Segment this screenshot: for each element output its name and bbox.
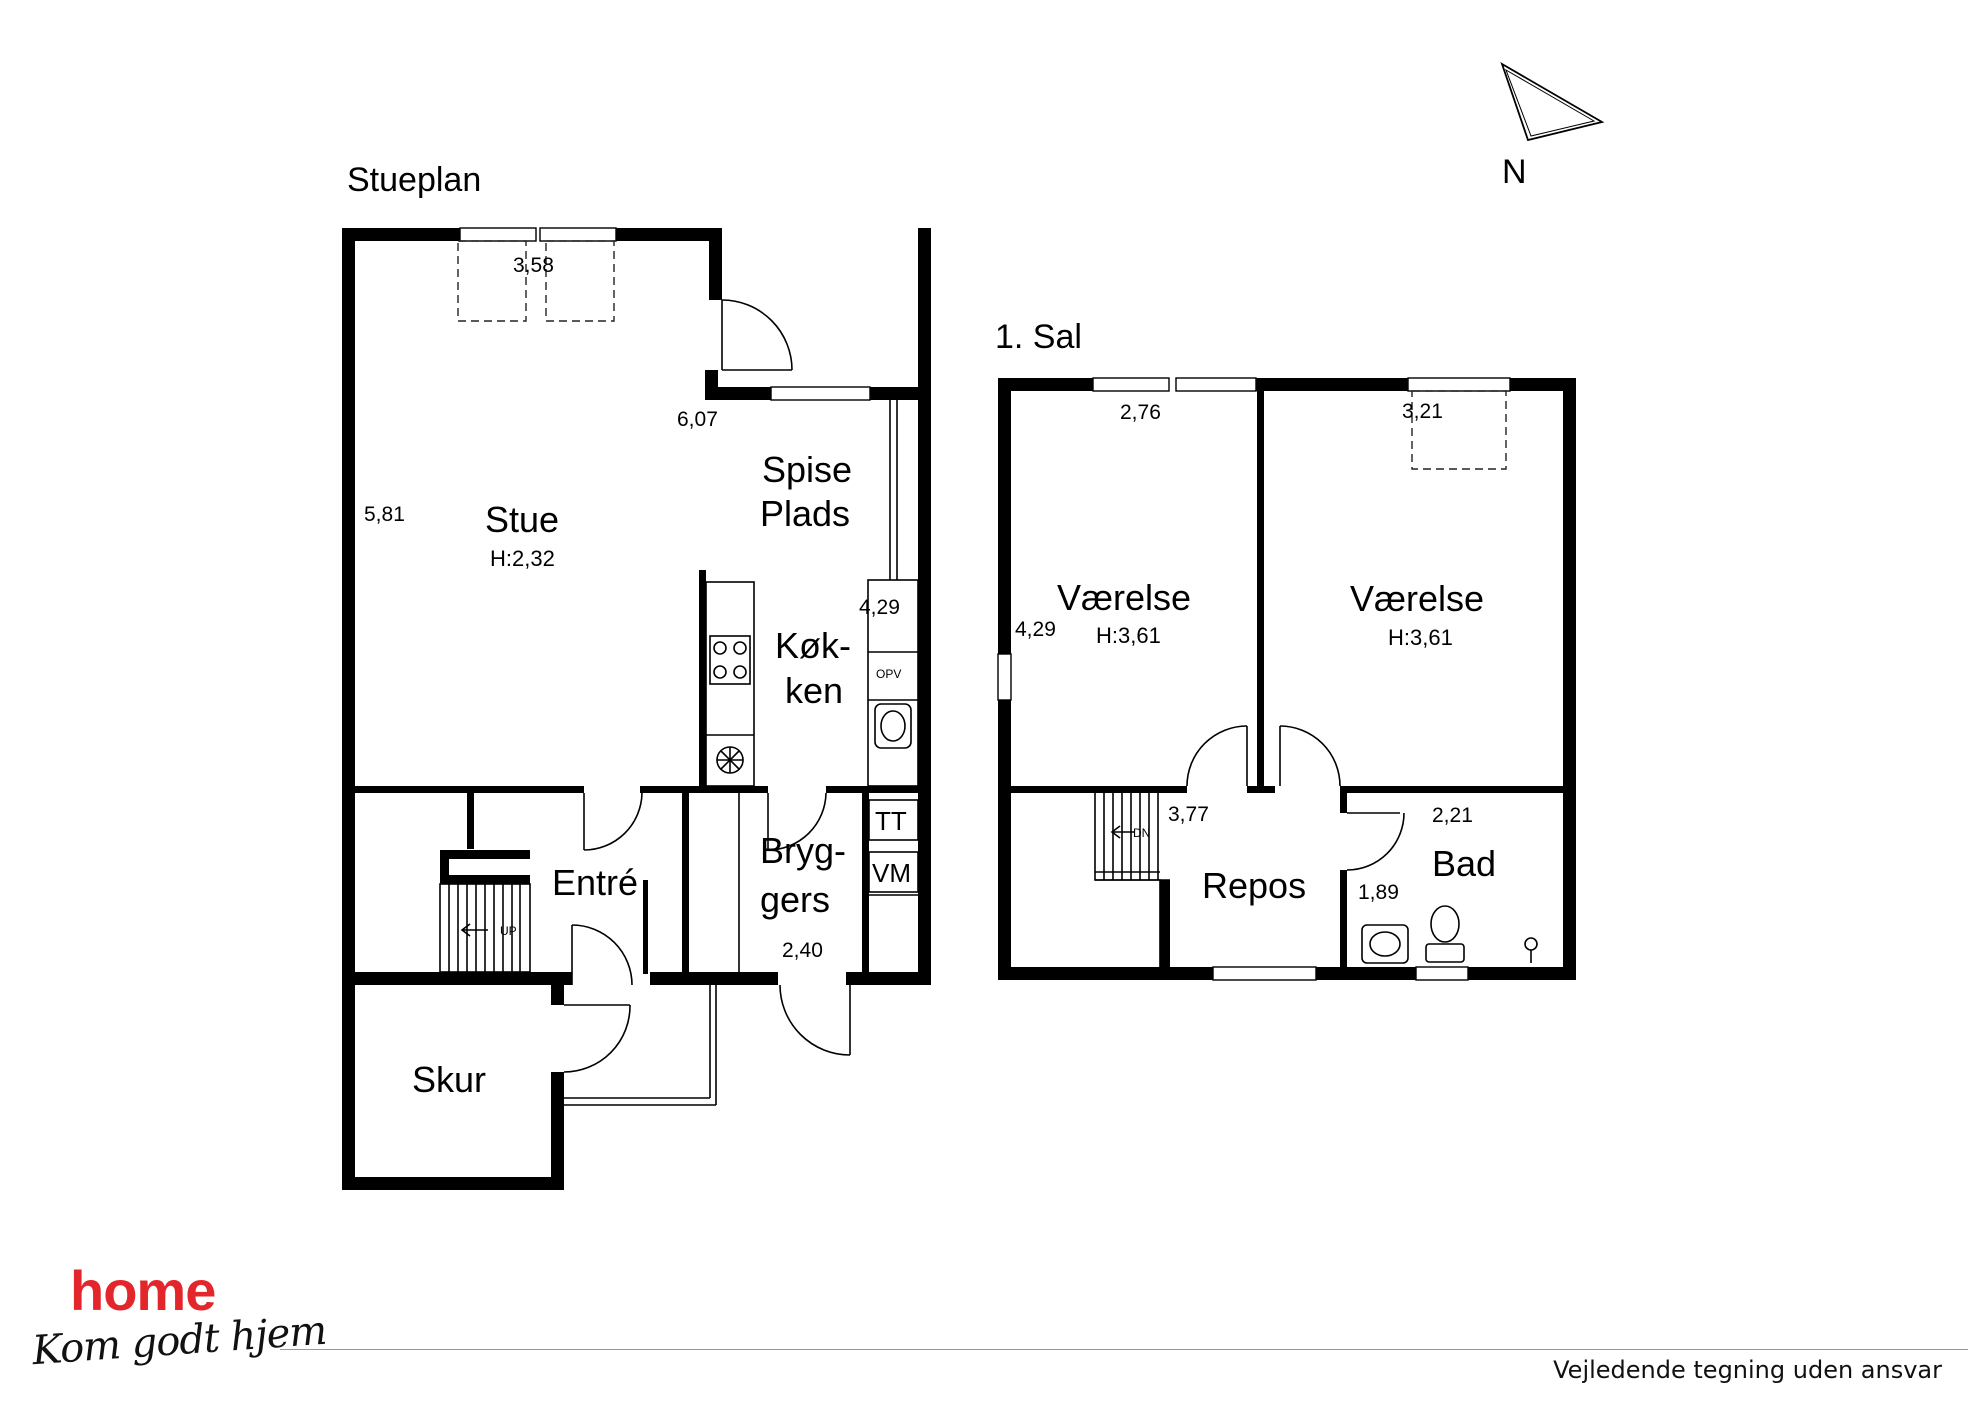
window-opening xyxy=(1411,390,1507,470)
disclaimer-text: Vejledende tegning uden ansvar xyxy=(1553,1356,1942,1384)
first-floor-walls xyxy=(998,378,1576,980)
stairs-up-label: UP xyxy=(500,924,517,938)
ground-windows xyxy=(459,227,871,401)
north-arrow-icon xyxy=(1500,62,1605,142)
dim-276: 2,76 xyxy=(1120,401,1161,424)
dim-607: 6,07 xyxy=(677,408,718,431)
room-entre: Entré xyxy=(552,862,638,903)
dim-189: 1,89 xyxy=(1358,881,1399,904)
fan-icon xyxy=(716,746,744,774)
room-spise-line1: Spise xyxy=(762,449,852,490)
ground-floor-title: Stueplan xyxy=(347,161,481,199)
brand-logo: home xyxy=(70,1259,216,1322)
first-floor-windows xyxy=(997,377,1511,981)
dim-581: 5,81 xyxy=(364,503,405,526)
appliance-boxes xyxy=(738,793,919,972)
door-swing-icon xyxy=(767,792,827,851)
ground-floor-walls xyxy=(342,228,931,1190)
toilet-icon xyxy=(1425,905,1465,963)
dim-240: 2,40 xyxy=(782,939,823,962)
stairs-down-label: DN xyxy=(1133,826,1150,840)
door-swing-icon xyxy=(1186,725,1248,787)
north-label: N xyxy=(1502,153,1527,191)
first-floor-title: 1. Sal xyxy=(995,318,1082,356)
room-kokken-line2: ken xyxy=(785,670,843,711)
room-vaerelse-1: Værelse xyxy=(1057,577,1191,618)
dim-377: 3,77 xyxy=(1168,803,1209,826)
room-vaerelse-2: Værelse xyxy=(1350,578,1484,619)
door-swing-icon xyxy=(1279,725,1341,787)
vm-label: VM xyxy=(872,858,911,888)
right-counter xyxy=(867,400,919,787)
floor-drain-icon xyxy=(1524,937,1538,963)
porch-outline xyxy=(564,985,717,1106)
tt-label: TT xyxy=(875,806,907,836)
dim-429-first: 4,29 xyxy=(1015,618,1056,641)
door-swing-icon xyxy=(1346,812,1405,871)
footer-divider xyxy=(280,1349,1968,1350)
room-skur: Skur xyxy=(412,1059,486,1100)
sink-icon xyxy=(874,703,912,749)
opv-label: OPV xyxy=(876,667,901,681)
kitchen-counter xyxy=(705,581,755,787)
room-stue: Stue xyxy=(485,499,559,540)
door-swing-icon xyxy=(571,924,633,986)
dim-429-ground: 4,29 xyxy=(859,596,900,619)
window-opening xyxy=(545,240,615,322)
room-repos: Repos xyxy=(1202,865,1306,906)
dim-221: 2,21 xyxy=(1432,804,1473,827)
room-vaerelse-2-height: H:3,61 xyxy=(1388,625,1453,650)
dim-321: 3,21 xyxy=(1402,400,1443,423)
washbasin-icon xyxy=(1361,924,1409,964)
room-kokken-line1: Køk- xyxy=(775,625,851,666)
stove-icon xyxy=(709,635,751,685)
door-swing-icon xyxy=(721,299,793,371)
room-bryggers-line2: gers xyxy=(760,879,830,920)
stairs-up-icon xyxy=(439,883,531,973)
door-swing-icon xyxy=(779,984,851,1056)
room-bryggers-line1: Bryg- xyxy=(760,830,846,871)
door-swing-icon xyxy=(563,1004,631,1073)
door-swing-icon xyxy=(583,792,643,851)
dim-358: 3,58 xyxy=(513,254,554,277)
window-opening xyxy=(457,240,527,322)
room-bad: Bad xyxy=(1432,843,1496,884)
stairs-down-icon xyxy=(1094,793,1170,967)
room-stue-height: H:2,32 xyxy=(490,546,555,571)
room-vaerelse-1-height: H:3,61 xyxy=(1096,623,1161,648)
room-spise-line2: Plads xyxy=(760,493,850,534)
